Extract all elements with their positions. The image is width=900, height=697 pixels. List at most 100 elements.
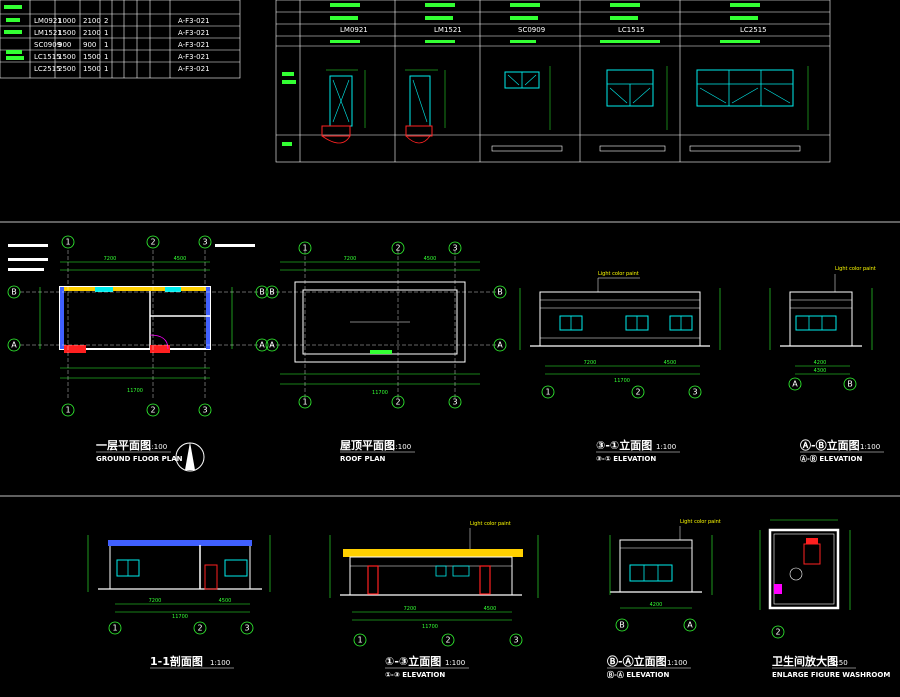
axis-bubble: 2 [146, 403, 160, 417]
dimension-text: 4500 [664, 360, 677, 366]
svg-text:2: 2 [150, 238, 155, 247]
svg-text:1:50: 1:50 [832, 659, 848, 667]
dimension-text: 11700 [127, 388, 143, 394]
svg-text:GROUND FLOOR PLAN: GROUND FLOOR PLAN [96, 455, 183, 463]
svg-text:A: A [792, 380, 798, 389]
schedule-cell: 2500 [58, 65, 76, 73]
door-elevation-lm0921 [321, 69, 366, 144]
window-code: LM0921 [340, 26, 368, 34]
axis-bubble: 2 [631, 385, 645, 399]
svg-text:2: 2 [150, 406, 155, 415]
north-arrow-icon [175, 442, 205, 472]
window-elevation-lc1515 [599, 66, 668, 152]
axis-bubble: A [255, 338, 269, 352]
paint-callout: Light color paint [680, 519, 721, 525]
door-window-schedule-table [0, 0, 241, 79]
svg-text:2: 2 [395, 244, 400, 253]
axis-bubble: A [7, 338, 21, 352]
axis-bubble: 1 [108, 621, 122, 635]
schedule-cell: LM0921 [34, 17, 62, 25]
schedule-cell: A-F3-021 [178, 29, 210, 37]
schedule-cell: 2100 [83, 17, 101, 25]
axis-bubble: B [493, 285, 507, 299]
elevation-3-1 [519, 277, 721, 375]
schedule-cell: A-F3-021 [178, 17, 210, 25]
schedule-cell: A-F3-021 [178, 65, 210, 73]
window-elevation-sc0909 [491, 66, 563, 152]
drawing-title-section_1_1: 1-1剖面图 1:100 [150, 654, 234, 669]
svg-text:1: 1 [302, 398, 307, 407]
schedule-cell: 1 [104, 41, 108, 49]
svg-text:3: 3 [513, 636, 518, 645]
axis-bubble: A [683, 618, 697, 632]
dimension-text: 7200 [584, 360, 597, 366]
svg-text:1:100: 1:100 [667, 659, 687, 667]
svg-text:Ⓑ-Ⓐ ELEVATION: Ⓑ-Ⓐ ELEVATION [607, 670, 670, 679]
schedule-cell: 900 [58, 41, 71, 49]
svg-text:一层平面图: 一层平面图 [96, 439, 151, 452]
axis-bubble: 3 [198, 403, 212, 417]
dimension-text: 7200 [149, 598, 162, 604]
section-1-1 [87, 535, 271, 613]
window-schedule-header-bars [282, 3, 760, 146]
window-code: LC2515 [740, 26, 767, 34]
svg-text:3: 3 [452, 398, 457, 407]
svg-text:B: B [269, 288, 275, 297]
dimension-text: 4500 [484, 606, 497, 612]
svg-text:1-1剖面图: 1-1剖面图 [150, 654, 203, 668]
axis-bubble: 3 [509, 633, 523, 647]
schedule-left-labels [4, 5, 24, 60]
svg-text:B: B [619, 621, 625, 630]
svg-text:卫生间放大图: 卫生间放大图 [772, 654, 838, 668]
svg-text:3: 3 [202, 406, 207, 415]
axis-bubble: 1 [298, 241, 312, 255]
axis-bubble: 2 [441, 633, 455, 647]
svg-text:A: A [269, 341, 275, 350]
axis-bubble: 1 [353, 633, 367, 647]
svg-text:3: 3 [452, 244, 457, 253]
axis-bubble: 1 [298, 395, 312, 409]
axis-bubble: B [843, 377, 857, 391]
svg-text:1: 1 [357, 636, 362, 645]
dimension-text: 7200 [104, 256, 117, 262]
dimension-text: 4500 [219, 598, 232, 604]
schedule-cell: 1500 [83, 65, 101, 73]
washroom-enlarged-plan [759, 519, 851, 610]
schedule-cell: LC1515 [34, 53, 61, 61]
axis-bubble: A [788, 377, 802, 391]
axis-bubble: 3 [448, 241, 462, 255]
axis-bubble: B [265, 285, 279, 299]
axis-bubble: 3 [198, 235, 212, 249]
svg-text:屋顶平面图: 屋顶平面图 [340, 439, 395, 452]
paint-callout: Light color paint [835, 266, 876, 272]
schedule-cell: 1 [104, 29, 108, 37]
axis-bubble: A [493, 338, 507, 352]
svg-text:A: A [687, 621, 693, 630]
schedule-cell: 2 [104, 17, 108, 25]
schedule-cell: LC2515 [34, 65, 61, 73]
axis-bubble: B [7, 285, 21, 299]
svg-text:2: 2 [197, 624, 202, 633]
svg-text:A: A [259, 341, 265, 350]
svg-text:Ⓐ-Ⓑ ELEVATION: Ⓐ-Ⓑ ELEVATION [800, 454, 863, 463]
svg-text:1:100: 1:100 [210, 659, 230, 667]
schedule-cell: SC0909 [34, 41, 61, 49]
schedule-cell: 2100 [83, 29, 101, 37]
svg-text:①-③立面图: ①-③立面图 [385, 654, 441, 668]
svg-text:Ⓐ-Ⓑ立面图: Ⓐ-Ⓑ立面图 [800, 438, 860, 452]
axis-bubble: 2 [146, 235, 160, 249]
svg-text:2: 2 [635, 388, 640, 397]
elevation-1-3 [329, 528, 539, 621]
schedule-cell: A-F3-021 [178, 41, 210, 49]
axis-bubble: 2 [391, 395, 405, 409]
schedule-cell: A-F3-021 [178, 53, 210, 61]
axis-bubble: 3 [448, 395, 462, 409]
schedule-cell: 900 [83, 41, 96, 49]
